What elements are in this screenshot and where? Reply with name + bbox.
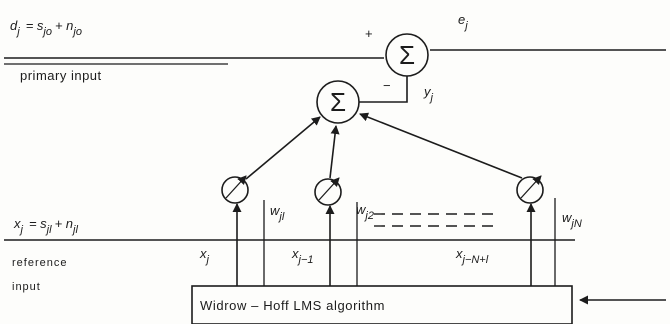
weight-2-multiplier xyxy=(314,178,342,206)
tap-1-label: xj xyxy=(199,246,210,266)
weight-N-multiplier xyxy=(516,176,544,204)
weight-2-to-adder xyxy=(329,125,340,179)
weight-2-adjust-arrow xyxy=(318,177,340,201)
tap-N-label: xj−N+l xyxy=(455,246,489,266)
weight-1-label: wjl xyxy=(270,203,285,223)
lms-algorithm-label: Widrow – Hoff LMS algorithm xyxy=(200,298,385,313)
output-y-label: yj xyxy=(423,84,434,104)
tap-2-label: xj−1 xyxy=(291,246,314,266)
plus-sign: + xyxy=(365,26,373,41)
weight-1-multiplier xyxy=(221,176,249,204)
reference-input-label-line2: input xyxy=(12,281,41,293)
weight-N-to-adder xyxy=(359,112,523,179)
desired-signal-equation: dj= sjo+ njo xyxy=(10,18,82,38)
reference-input-label-line1: reference xyxy=(12,257,67,269)
output-y-line xyxy=(359,76,408,103)
reference-signal-equation: xj= sjl+ njl xyxy=(13,216,78,236)
weight-1-adjust-arrow xyxy=(225,175,247,199)
minus-sign: − xyxy=(383,78,391,93)
error-label: ej xyxy=(458,12,468,32)
weight-2-label: wj2 xyxy=(356,202,374,222)
primary-input-label: primary input xyxy=(20,68,102,83)
weight-N-adjust-arrow xyxy=(520,175,542,199)
weight-N-label: wjN xyxy=(562,210,582,230)
weight-1-to-adder xyxy=(245,116,321,180)
adder-summer-sigma: Σ xyxy=(330,87,346,117)
lms-algorithm-block xyxy=(191,285,573,324)
output-summer-sigma: Σ xyxy=(399,40,415,70)
